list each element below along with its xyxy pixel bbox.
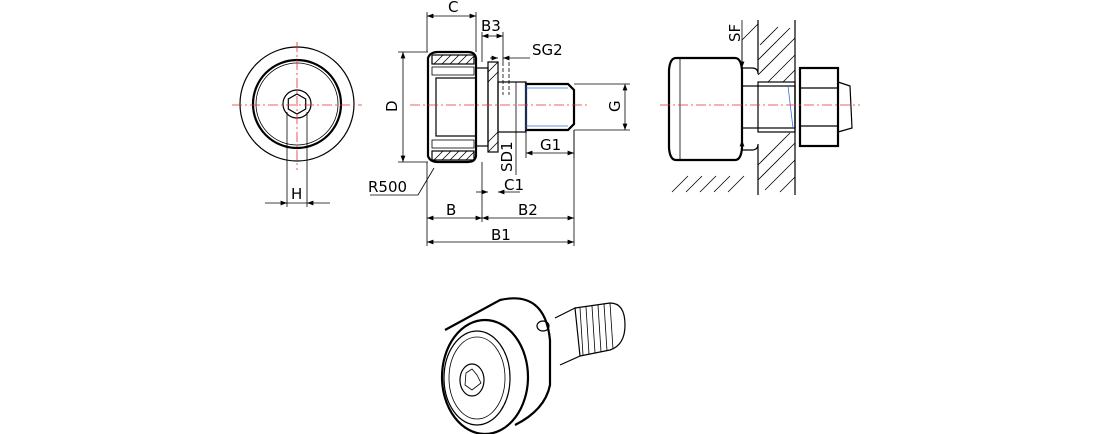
label-C1: C1 [504, 176, 524, 194]
label-SG2: SG2 [532, 41, 563, 59]
label-R500: R500 [368, 178, 407, 196]
label-D: D [383, 100, 401, 112]
label-G: G [606, 100, 624, 112]
label-B: B [446, 201, 456, 219]
mounted-view [660, 20, 860, 195]
label-G1: G1 [540, 136, 561, 154]
isometric-view [440, 297, 626, 434]
lube-hole-icon [536, 320, 550, 332]
hex-socket-icon [464, 368, 482, 391]
label-B3: B3 [481, 17, 501, 35]
label-B1: B1 [491, 226, 511, 244]
label-B2: B2 [518, 201, 538, 219]
front-view [232, 42, 362, 207]
label-SD1: SD1 [498, 141, 516, 172]
section-view [370, 12, 630, 246]
label-C: C [448, 0, 458, 16]
label-SF: SF [726, 24, 744, 42]
label-H: H [291, 185, 302, 203]
